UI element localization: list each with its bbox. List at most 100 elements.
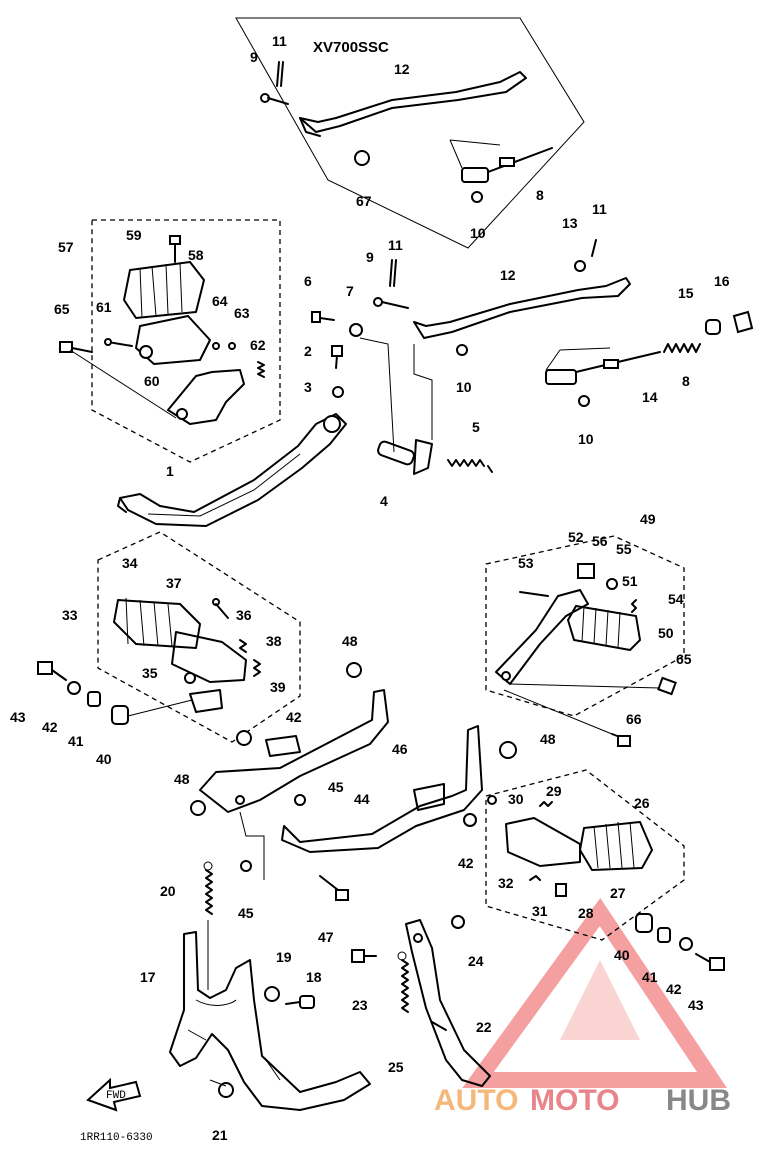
- callout-60: 60: [144, 373, 160, 389]
- callout-40: 40: [614, 947, 630, 963]
- stand-bracket-46: [199, 689, 389, 813]
- footrest-rubber-27: [579, 821, 653, 871]
- svg-text:HUB: HUB: [666, 1084, 731, 1117]
- callout-11: 11: [592, 201, 607, 217]
- callout-32: 32: [498, 875, 514, 891]
- footrest-stay-57: [167, 369, 245, 425]
- callout-42: 42: [458, 855, 474, 871]
- callout-19: 19: [276, 949, 292, 965]
- callout-45: 45: [238, 905, 254, 921]
- callout-7: 7: [346, 283, 354, 299]
- callout-9: 9: [250, 49, 258, 65]
- callout-31: 31: [532, 903, 548, 919]
- callout-51: 51: [622, 573, 638, 589]
- callout-2: 2: [304, 343, 312, 359]
- callout-12: 12: [394, 61, 410, 77]
- spring-20: [205, 869, 213, 915]
- center-stand-17: [169, 931, 371, 1111]
- callout-4: 4: [380, 493, 388, 509]
- callout-9: 9: [366, 249, 374, 265]
- callout-42: 42: [286, 709, 302, 725]
- callout-10: 10: [470, 225, 486, 241]
- callout-numbers: 1191286710131116155958576463616562606791…: [10, 33, 730, 1143]
- callout-42: 42: [42, 719, 58, 735]
- callout-40: 40: [96, 751, 112, 767]
- callout-24: 24: [468, 953, 484, 969]
- fwd-label: FWD: [106, 1090, 126, 1102]
- callout-64: 64: [212, 293, 228, 309]
- brake-pedal-1: [119, 413, 347, 527]
- callout-30: 30: [508, 791, 524, 807]
- callout-10: 10: [578, 431, 594, 447]
- spring-25: [401, 959, 409, 1013]
- callout-67: 67: [356, 193, 372, 209]
- callout-59: 59: [126, 227, 142, 243]
- stand-bracket-44: [281, 725, 483, 853]
- model-title: XV700SSC: [313, 39, 389, 56]
- callout-54: 54: [668, 591, 684, 607]
- footrest-bracket-33: [171, 631, 247, 683]
- svg-text:MOTO: MOTO: [530, 1084, 619, 1117]
- callout-62: 62: [250, 337, 266, 353]
- callout-41: 41: [68, 733, 84, 749]
- inset-frame-xv700ssc: [235, 17, 585, 249]
- callout-37: 37: [166, 575, 182, 591]
- brake-rod-inset: [299, 71, 527, 133]
- watermark-text: AUTO MOTO HUB: [434, 1084, 731, 1117]
- fwd-arrow-icon: FWD: [86, 1077, 142, 1112]
- callout-65: 65: [54, 301, 70, 317]
- callout-3: 3: [304, 379, 312, 395]
- callout-16: 16: [714, 273, 730, 289]
- callout-41: 41: [642, 969, 658, 985]
- footrest-bracket-57: [135, 315, 211, 365]
- callout-56: 56: [592, 533, 608, 549]
- callout-46: 46: [392, 741, 408, 757]
- callout-22: 22: [476, 1019, 492, 1035]
- callout-20: 20: [160, 883, 176, 899]
- callout-10: 10: [456, 379, 472, 395]
- callout-57: 57: [58, 239, 74, 255]
- callout-26: 26: [634, 795, 650, 811]
- callout-35: 35: [142, 665, 158, 681]
- callout-42: 42: [666, 981, 682, 997]
- callout-17: 17: [140, 969, 156, 985]
- callout-8: 8: [682, 373, 690, 389]
- box-assembly-33: [97, 531, 301, 743]
- side-stand-22: [405, 919, 491, 1087]
- footrest-rubber-58: [123, 261, 205, 319]
- box-assembly-26: [485, 769, 685, 941]
- callout-47: 47: [318, 929, 334, 945]
- footrest-bracket-26: [505, 817, 581, 867]
- callout-39: 39: [270, 679, 286, 695]
- callout-25: 25: [388, 1059, 404, 1075]
- callout-23: 23: [352, 997, 368, 1013]
- callout-15: 15: [678, 285, 694, 301]
- callout-29: 29: [546, 783, 562, 799]
- callout-27: 27: [610, 885, 626, 901]
- callout-13: 13: [562, 215, 578, 231]
- callout-48: 48: [174, 771, 190, 787]
- svg-text:AUTO: AUTO: [434, 1084, 518, 1117]
- callout-50: 50: [658, 625, 674, 641]
- callout-48: 48: [342, 633, 358, 649]
- callout-65: 65: [676, 651, 692, 667]
- callout-8: 8: [536, 187, 544, 203]
- footrest-stay-49: [495, 589, 589, 685]
- spring-14: [663, 343, 701, 353]
- callout-43: 43: [10, 709, 26, 725]
- callout-28: 28: [578, 905, 594, 921]
- callout-45: 45: [328, 779, 344, 795]
- callout-6: 6: [304, 273, 312, 289]
- footrest-rubber-34: [113, 599, 201, 649]
- callout-44: 44: [354, 791, 370, 807]
- callout-48: 48: [540, 731, 556, 747]
- box-assembly-49: [485, 535, 685, 717]
- callout-18: 18: [306, 969, 322, 985]
- callout-14: 14: [642, 389, 658, 405]
- return-spring-5: [447, 459, 493, 473]
- callout-21: 21: [212, 1127, 228, 1143]
- brake-rod-12: [413, 277, 631, 339]
- callout-11: 11: [272, 33, 287, 49]
